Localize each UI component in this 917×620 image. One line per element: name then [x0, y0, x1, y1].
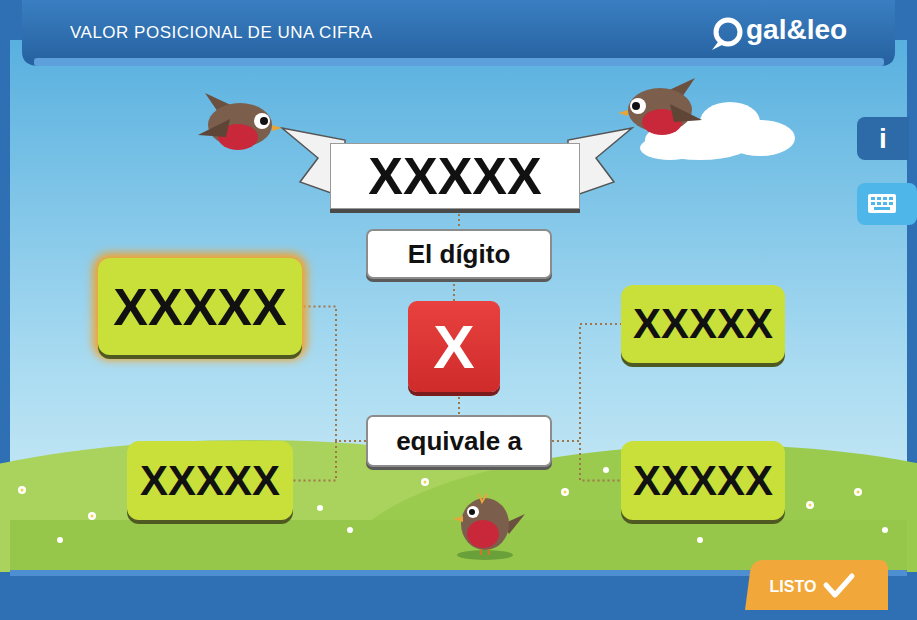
answer-box: XXXXX — [621, 285, 785, 363]
caption-box: equivale a — [366, 415, 552, 467]
answer-box: XXXXX — [127, 441, 293, 520]
node-text: LISTO — [770, 579, 817, 595]
node-text: El dígito — [408, 241, 511, 267]
dotted-connector — [552, 441, 621, 481]
node-text: XXXXX — [633, 303, 773, 345]
node-text: XXXXX — [140, 460, 280, 502]
node-text: XXXXX — [368, 150, 541, 202]
answer-box: XXXXX — [621, 441, 785, 520]
logo-text: gal&leo — [746, 16, 847, 44]
dotted-connector — [454, 279, 455, 301]
node-text: XXXXX — [633, 460, 773, 502]
node-text: X — [433, 316, 474, 378]
node-text: i — [879, 125, 887, 153]
dotted-connector — [302, 307, 366, 442]
dotted-connector — [552, 324, 621, 441]
digit-box: X — [408, 301, 500, 392]
done-button: LISTO — [770, 572, 821, 602]
dotted-connector — [293, 441, 366, 481]
caption-box: El dígito — [366, 229, 552, 279]
info-button: i — [857, 117, 909, 160]
screen-title: VALOR POSICIONAL DE UNA CIFRA — [70, 24, 373, 41]
node-text: XXXXX — [113, 281, 286, 333]
dotted-connector — [459, 209, 460, 229]
number-banner: XXXXX — [330, 143, 580, 209]
dotted-connector — [459, 392, 460, 415]
node-text: equivale a — [396, 428, 522, 454]
answer-box: XXXXX — [98, 258, 302, 355]
